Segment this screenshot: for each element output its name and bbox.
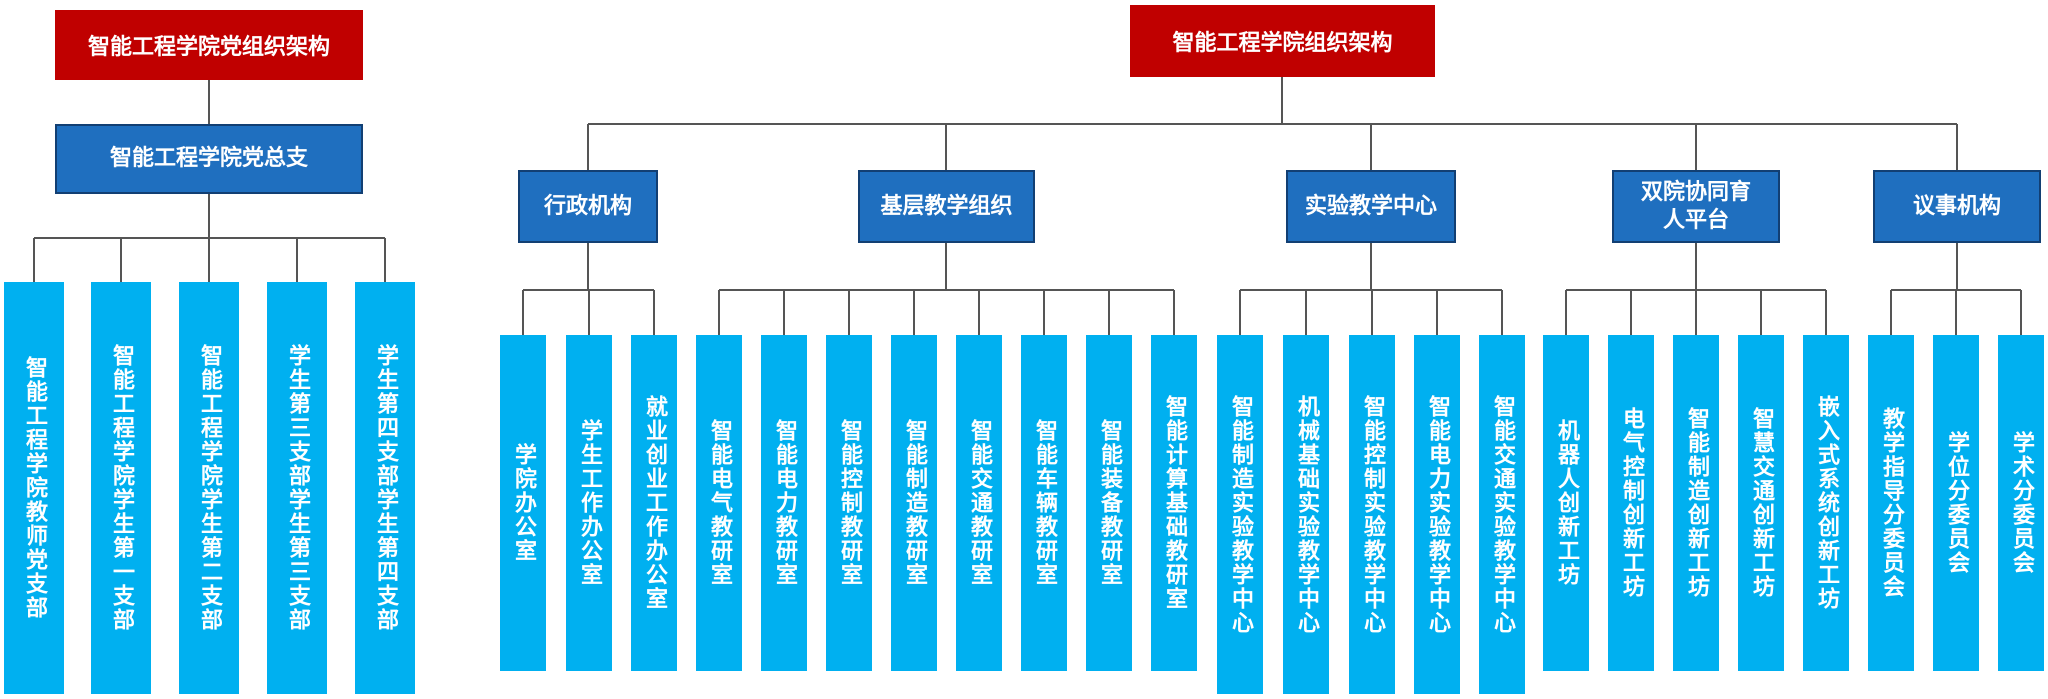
leaf-lab-2: 机械基础实验教学中心 (1283, 335, 1329, 694)
party-branch-box: 智能工程学院党总支 (55, 124, 363, 194)
leaf-label: 就业创业工作办公室 (642, 395, 667, 611)
leaf-label: 智能电气教研室 (707, 419, 732, 587)
party-unit-label: 学生第三支部学生第三支部 (285, 344, 310, 632)
leaf-admin-1: 学院办公室 (500, 335, 546, 671)
party-unit-5: 学生第四支部学生第四支部 (355, 282, 415, 694)
leaf-admin-3: 就业创业工作办公室 (631, 335, 677, 671)
leaf-label: 学生工作办公室 (577, 419, 602, 587)
leaf-label: 机器人创新工坊 (1554, 419, 1579, 587)
group-label: 基层教学组织 (880, 193, 1013, 219)
org-title: 智能工程学院组织架构 (1172, 31, 1393, 56)
leaf-label: 智能控制教研室 (837, 419, 862, 587)
leaf-lab-5: 智能交通实验教学中心 (1479, 335, 1525, 694)
leaf-council-2: 学位分委员会 (1933, 335, 1979, 671)
leaf-teaching-6: 智能车辆教研室 (1021, 335, 1067, 671)
party-unit-3: 智能工程学院学生第二支部 (179, 282, 239, 694)
leaf-platform-5: 嵌入式系统创新工坊 (1803, 335, 1849, 671)
party-title: 智能工程学院党组织架构 (87, 35, 330, 60)
party-unit-label: 智能工程学院教师党支部 (22, 356, 47, 620)
party-unit-label: 智能工程学院学生第二支部 (197, 344, 222, 632)
leaf-label: 智能计算基础教研室 (1162, 395, 1187, 611)
party-unit-4: 学生第三支部学生第三支部 (267, 282, 327, 694)
leaf-platform-2: 电气控制创新工坊 (1608, 335, 1654, 671)
leaf-teaching-2: 智能电力教研室 (761, 335, 807, 671)
group-teaching-organization: 基层教学组织 (858, 170, 1035, 243)
group-label: 实验教学中心 (1304, 193, 1437, 219)
party-branch: 智能工程学院党总支 (109, 146, 308, 171)
leaf-teaching-5: 智能交通教研室 (956, 335, 1002, 671)
party-title-box: 智能工程学院党组织架构 (55, 10, 363, 80)
leaf-teaching-3: 智能控制教研室 (826, 335, 872, 671)
leaf-teaching-7: 智能装备教研室 (1086, 335, 1132, 671)
leaf-label: 智能装备教研室 (1097, 419, 1122, 587)
group-administration: 行政机构 (518, 170, 658, 243)
leaf-council-3: 学术分委员会 (1998, 335, 2044, 671)
leaf-label: 学位分委员会 (1944, 431, 1969, 575)
leaf-label: 机械基础实验教学中心 (1294, 394, 1319, 635)
leaf-council-1: 教学指导分委员会 (1868, 335, 1914, 671)
leaf-lab-4: 智能电力实验教学中心 (1414, 335, 1460, 694)
leaf-platform-3: 智能制造创新工坊 (1673, 335, 1719, 671)
leaf-label: 智能制造教研室 (902, 419, 927, 587)
leaf-teaching-4: 智能制造教研室 (891, 335, 937, 671)
leaf-teaching-1: 智能电气教研室 (696, 335, 742, 671)
party-unit-label: 学生第四支部学生第四支部 (373, 344, 398, 632)
group-council: 议事机构 (1873, 170, 2041, 243)
leaf-label: 智能交通实验教学中心 (1490, 394, 1515, 635)
group-label: 行政机构 (543, 193, 632, 219)
leaf-lab-1: 智能制造实验教学中心 (1217, 335, 1263, 694)
leaf-label: 智能电力实验教学中心 (1425, 394, 1450, 635)
leaf-lab-3: 智能控制实验教学中心 (1349, 335, 1395, 694)
leaf-label: 学术分委员会 (2009, 431, 2034, 575)
group-label: 双院协同育人平台 (1640, 179, 1751, 233)
leaf-label: 嵌入式系统创新工坊 (1814, 395, 1839, 611)
leaf-admin-2: 学生工作办公室 (566, 335, 612, 671)
leaf-label: 智能交通教研室 (967, 419, 992, 587)
leaf-label: 智慧交通创新工坊 (1749, 407, 1774, 599)
group-experiment-center: 实验教学中心 (1286, 170, 1456, 243)
leaf-label: 智能控制实验教学中心 (1360, 394, 1385, 635)
leaf-label: 智能车辆教研室 (1032, 419, 1057, 587)
group-collaboration-platform: 双院协同育人平台 (1612, 170, 1780, 243)
leaf-label: 智能制造创新工坊 (1684, 407, 1709, 599)
leaf-label: 电气控制创新工坊 (1619, 407, 1644, 599)
party-unit-1: 智能工程学院教师党支部 (4, 282, 64, 694)
leaf-platform-4: 智慧交通创新工坊 (1738, 335, 1784, 671)
leaf-teaching-8: 智能计算基础教研室 (1151, 335, 1197, 671)
group-label: 议事机构 (1912, 193, 2001, 219)
party-unit-2: 智能工程学院学生第一支部 (91, 282, 151, 694)
org-title-box: 智能工程学院组织架构 (1130, 5, 1435, 77)
leaf-label: 学院办公室 (511, 443, 536, 563)
leaf-label: 智能制造实验教学中心 (1228, 394, 1253, 635)
party-unit-label: 智能工程学院学生第一支部 (109, 344, 134, 632)
leaf-label: 智能电力教研室 (772, 419, 797, 587)
leaf-label: 教学指导分委员会 (1879, 407, 1904, 599)
leaf-platform-1: 机器人创新工坊 (1543, 335, 1589, 671)
